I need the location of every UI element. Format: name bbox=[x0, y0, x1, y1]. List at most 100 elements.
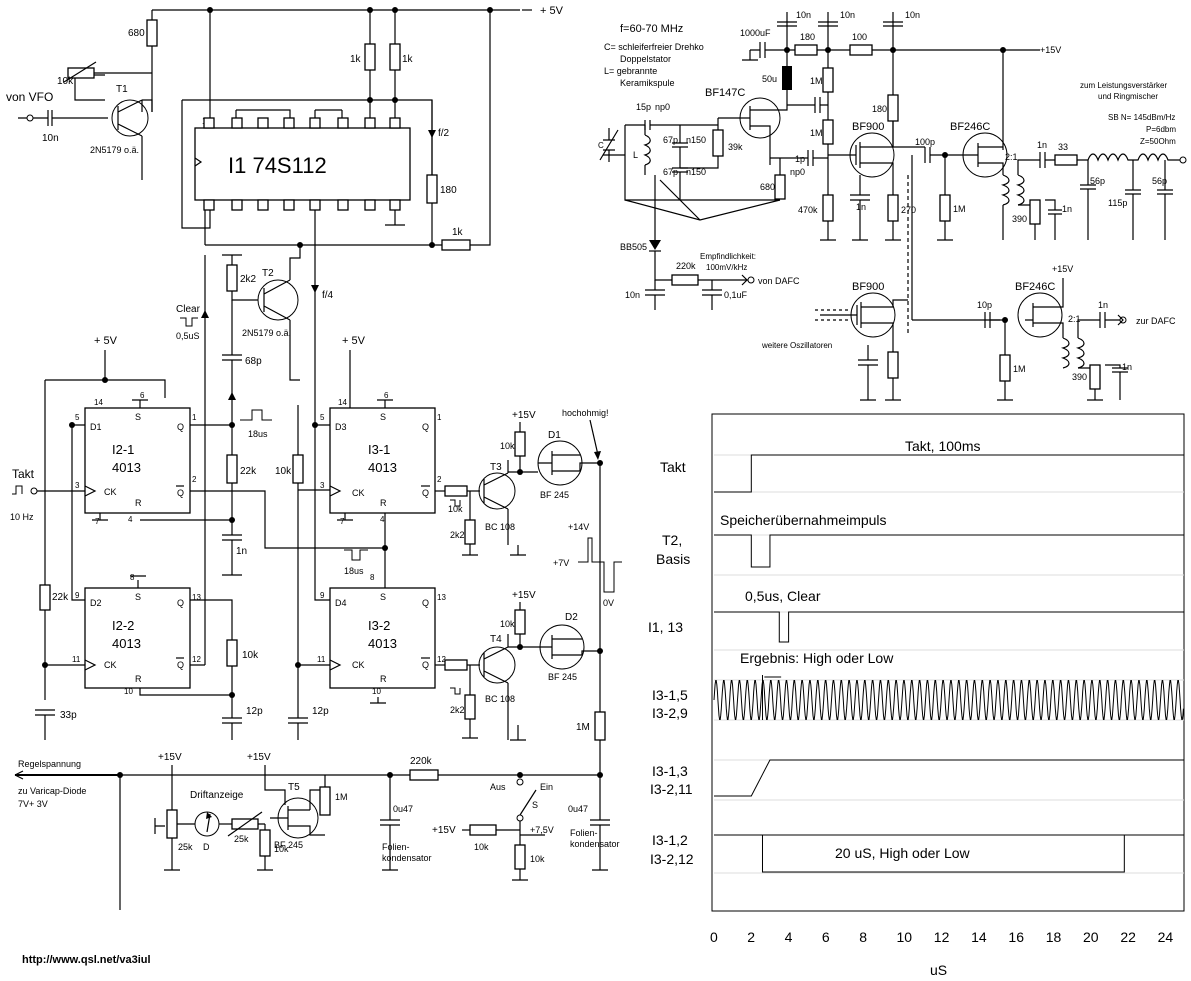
label-r180-rf-b: 180 bbox=[872, 104, 887, 114]
resistor-10k-t4 bbox=[444, 659, 468, 671]
label-r10k-t3: 10k bbox=[448, 504, 463, 514]
label-r2k2-t4: 2k2 bbox=[450, 705, 465, 715]
resistor-10k-t3b bbox=[514, 431, 526, 457]
label-i2-2-ic: 4013 bbox=[112, 636, 141, 651]
label-r33: 33 bbox=[1058, 142, 1068, 152]
label-i2-d2: D2 bbox=[90, 598, 102, 608]
label-i3-d4: D4 bbox=[335, 598, 347, 608]
resistor-220k-rf bbox=[671, 274, 699, 286]
label-r1m-a: 1M bbox=[810, 76, 823, 86]
label-tank-l: L bbox=[633, 150, 638, 160]
label-ein: Ein bbox=[540, 782, 553, 792]
label-emp1: Empfindlichkeit: bbox=[700, 252, 756, 261]
label-plus15v-rf: +15V bbox=[1040, 45, 1061, 55]
label-i2-ck2: CK bbox=[104, 660, 117, 670]
timing-xtick: 16 bbox=[1008, 929, 1024, 945]
label-r22k-b: 22k bbox=[240, 466, 257, 477]
timing-row-label-t2b: Basis bbox=[656, 551, 690, 567]
label-i2-p6: 6 bbox=[140, 391, 145, 400]
label-bf245-t5: BF 245 bbox=[274, 840, 303, 850]
timing-xtick: 2 bbox=[747, 929, 755, 945]
label-i2-p9: 9 bbox=[75, 591, 80, 600]
label-bc108-b: BC 108 bbox=[485, 694, 515, 704]
label-i3-q1: Q bbox=[422, 422, 429, 432]
label-bf900-2: BF900 bbox=[852, 281, 884, 293]
label-c1p: 1p bbox=[795, 154, 805, 164]
label-i3-r2: R bbox=[380, 674, 387, 684]
resistor-1m-c bbox=[939, 194, 951, 222]
transistor-t4 bbox=[478, 646, 516, 684]
timing-row-label-i31-5: I3-1,5 bbox=[652, 687, 688, 703]
label-cap-10n-vfo: 10n bbox=[42, 133, 59, 144]
resistor-10k-drift bbox=[259, 829, 271, 857]
label-r1k-c: 1k bbox=[452, 227, 464, 238]
label-rf-note4: Keramikspule bbox=[620, 78, 675, 88]
label-c10n-c: 10n bbox=[905, 10, 920, 20]
label-r680-rf: 680 bbox=[760, 182, 775, 192]
timing-xtick: 18 bbox=[1046, 929, 1062, 945]
label-i3-p3: 3 bbox=[320, 481, 325, 490]
label-p15v-t4: +15V bbox=[512, 590, 536, 601]
label-r1m-rf2: 1M bbox=[1013, 364, 1026, 374]
label-bf246c-2: BF246C bbox=[1015, 281, 1055, 293]
label-i3-p8: 8 bbox=[370, 573, 375, 582]
label-r390-rf: 390 bbox=[1012, 214, 1027, 224]
label-p15v-t3: +15V bbox=[512, 410, 536, 421]
trace-i1-13 bbox=[714, 611, 1184, 643]
label-i3-p12: 12 bbox=[437, 655, 446, 664]
label-n150-b: n150 bbox=[686, 167, 706, 177]
label-r10k-drift: 10k bbox=[274, 844, 289, 854]
label-von-vfo: von VFO bbox=[6, 90, 53, 104]
footer-url[interactable]: http://www.qsl.net/va3iul bbox=[22, 954, 151, 966]
resistor-10k-t4b bbox=[514, 609, 526, 635]
label-c56p-b: 56p bbox=[1152, 176, 1167, 186]
label-i2-p11: 11 bbox=[72, 655, 81, 664]
timing-xtick: 6 bbox=[822, 929, 830, 945]
label-i3-p13: 13 bbox=[437, 593, 446, 602]
label-r10k-b: 10k bbox=[275, 466, 292, 477]
label-i3-2: I3-2 bbox=[368, 618, 390, 633]
label-i2-p14: 14 bbox=[94, 398, 103, 407]
ic-i2-2 bbox=[84, 587, 191, 689]
timing-row-label-i32-9: I3-2,9 bbox=[652, 705, 688, 721]
label-r1k-a: 1k bbox=[350, 54, 362, 65]
resistor-1m-b bbox=[822, 119, 834, 145]
label-r39k: 39k bbox=[728, 142, 743, 152]
label-switch-s: S bbox=[532, 800, 538, 810]
label-c100p: 100p bbox=[915, 137, 935, 147]
label-driftanzeige: Driftanzeige bbox=[190, 790, 244, 801]
label-l50u: 50u bbox=[762, 74, 777, 84]
resistor-2k2-t4 bbox=[464, 694, 476, 720]
label-r25k-a: 25k bbox=[178, 842, 193, 852]
label-c1n-rf2-b: 1n bbox=[1122, 362, 1132, 372]
label-i3-s2: S bbox=[380, 592, 386, 602]
label-i3-s1: S bbox=[380, 412, 386, 422]
label-r220k-rf: 220k bbox=[676, 261, 696, 271]
switch-aus-ein[interactable] bbox=[519, 789, 537, 816]
label-p15v-switch: +15V bbox=[432, 825, 456, 836]
label-i3-p5: 5 bbox=[320, 413, 325, 422]
label-ratio-rf: 2:1 bbox=[1005, 152, 1018, 162]
label-i3-qn2: Q bbox=[422, 660, 429, 670]
resistor-10k-p15 bbox=[469, 824, 497, 836]
timing-row-label-i31-2: I3-1,2 bbox=[652, 832, 688, 848]
resistor-22k-b bbox=[226, 454, 238, 484]
label-i2-1-ic: 4013 bbox=[112, 460, 141, 475]
label-clear-pulse: 0,5uS bbox=[176, 331, 200, 341]
label-i2-p12: 12 bbox=[192, 655, 201, 664]
resistor-10k-mid bbox=[226, 639, 238, 667]
rf2-section: BF900 weitere Oszillatoren 10p 1M BF246C… bbox=[761, 155, 1176, 401]
resistor-1k-a bbox=[364, 43, 376, 71]
label-i2-p3: 3 bbox=[75, 481, 80, 490]
label-i2-qn1: Q bbox=[177, 488, 184, 498]
resistor-22k-a bbox=[39, 584, 51, 611]
label-i2-p5: 5 bbox=[75, 413, 80, 422]
label-i3-p11: 11 bbox=[317, 655, 326, 664]
resistor-10k-switch bbox=[514, 844, 526, 870]
label-plus5v-top: + 5V bbox=[540, 5, 564, 17]
label-rf-note2: Doppelstator bbox=[620, 54, 671, 64]
label-clear: Clear bbox=[176, 304, 201, 315]
timing-annot-speicher: Speicherübernahmeimpuls bbox=[720, 512, 887, 528]
label-i2-ck1: CK bbox=[104, 487, 117, 497]
